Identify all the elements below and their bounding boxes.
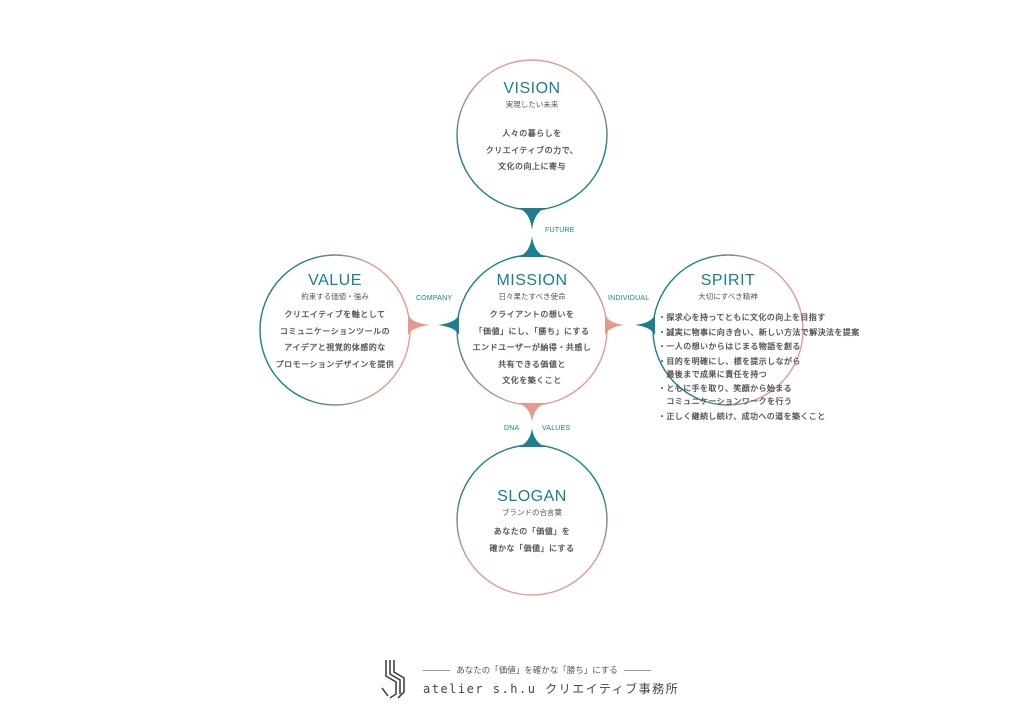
value-line: アイデアと視覚的体感的な xyxy=(284,343,386,352)
vision-body: 人々の暮らしを クリエイティブの力で、 文化の向上に寄与 xyxy=(457,126,607,176)
spirit-node: SPIRIT 大切にすべき精神 xyxy=(653,272,803,302)
mission-line: 文化を築くこと xyxy=(502,376,562,385)
logo-icon xyxy=(381,660,405,699)
mission-right-spike xyxy=(605,315,624,335)
slogan-body: あなたの「価値」を 確かな「価値」にする xyxy=(457,524,607,557)
mission-line: クライアントの想いを xyxy=(489,310,575,319)
mission-subtitle: 日々果たすべき使命 xyxy=(498,292,566,301)
spirit-item: ・正しく継続し続け、成功への道を築くこと xyxy=(658,411,826,421)
spirit-item: ・探求心を持ってともに文化の向上を目指す xyxy=(658,313,826,322)
spirit-left-spike xyxy=(635,315,655,335)
value-body: クリエイティブを軸として コミュニケーションツールの アイデアと視覚的体感的な … xyxy=(260,307,410,373)
vision-line: クリエイティブの力で、 xyxy=(485,145,579,155)
slogan-node: SLOGAN ブランドの合言葉 あなたの「価値」を 確かな「価値」にする xyxy=(457,488,607,557)
label-future: FUTURE xyxy=(545,227,575,234)
label-company: COMPANY xyxy=(416,295,453,302)
mission-line: エンドユーザーが納得・共感し xyxy=(472,343,592,352)
spirit-title: SPIRIT xyxy=(700,272,756,289)
slogan-line: 確かな「価値」にする xyxy=(489,543,575,553)
value-node: VALUE 約束する価値・強み クリエイティブを軸として コミュニケーションツー… xyxy=(260,272,410,373)
slogan-line: あなたの「価値」を xyxy=(493,527,571,536)
label-dna: DNA xyxy=(504,425,520,432)
mission-line: 共有できる価値と xyxy=(498,359,566,369)
mission-node: MISSION 日々果たすべき使命 クライアントの想いを 「価値」にし、「勝ち」… xyxy=(457,272,607,390)
vision-node: VISION 実現したい未来 人々の暮らしを クリエイティブの力で、 文化の向上… xyxy=(457,80,607,176)
footer-tagline: あなたの「価値」を確かな「勝ち」にする xyxy=(423,664,651,676)
mission-title: MISSION xyxy=(496,272,568,289)
tagline-text: あなたの「価値」を確かな「勝ち」にする xyxy=(456,666,618,676)
label-values: VALUES xyxy=(542,425,571,432)
value-line: コミュニケーションツールの xyxy=(279,326,391,336)
value-line: クリエイティブを軸として xyxy=(284,310,386,319)
slogan-top-spike xyxy=(518,428,546,447)
vision-line: 人々の暮らしを xyxy=(502,129,562,138)
mission-bottom-spike xyxy=(518,403,546,422)
value-subtitle: 約束する価値・強み xyxy=(301,292,369,301)
divider xyxy=(623,669,651,671)
spirit-item: ・一人の想いからはじまる物語を創る xyxy=(658,342,801,351)
vision-subtitle: 実現したい未来 xyxy=(505,100,559,109)
mission-line: 「価値」にし、「勝ち」にする xyxy=(474,326,590,336)
slogan-title: SLOGAN xyxy=(497,488,567,505)
vision-title: VISION xyxy=(503,80,561,97)
brand-name: atelier s.h.u クリエイティブ事務所 xyxy=(423,682,680,696)
spirit-item: ・目的を明確にし、標を提示しながら 最後まで成果に責任を持つ xyxy=(658,356,801,379)
value-title: VALUE xyxy=(308,272,362,289)
vision-line: 文化の向上に寄与 xyxy=(498,162,566,171)
spirit-item: ・ともに手を取り、笑顔から始まる コミュニケーションワークを行う xyxy=(658,384,793,406)
divider xyxy=(423,669,451,671)
value-line: プロモーションデザインを提供 xyxy=(275,359,395,369)
vision-spike xyxy=(518,208,546,230)
spirit-list: ・探求心を持ってともに文化の向上を目指す ・誠実に物事に向き合い、新しい方法で解… xyxy=(658,311,860,424)
spirit-item: ・誠実に物事に向き合い、新しい方法で解決法を提案 xyxy=(658,327,860,337)
mission-body: クライアントの想いを 「価値」にし、「勝ち」にする エンドユーザーが納得・共感し… xyxy=(457,307,607,390)
mission-left-spike xyxy=(438,315,459,335)
slogan-subtitle: ブランドの合言葉 xyxy=(502,508,562,517)
spirit-subtitle: 大切にすべき精神 xyxy=(698,292,758,301)
mission-top-spike xyxy=(518,236,546,257)
label-individual: INDIVIDUAL xyxy=(608,295,650,302)
value-right-spike xyxy=(408,315,430,335)
